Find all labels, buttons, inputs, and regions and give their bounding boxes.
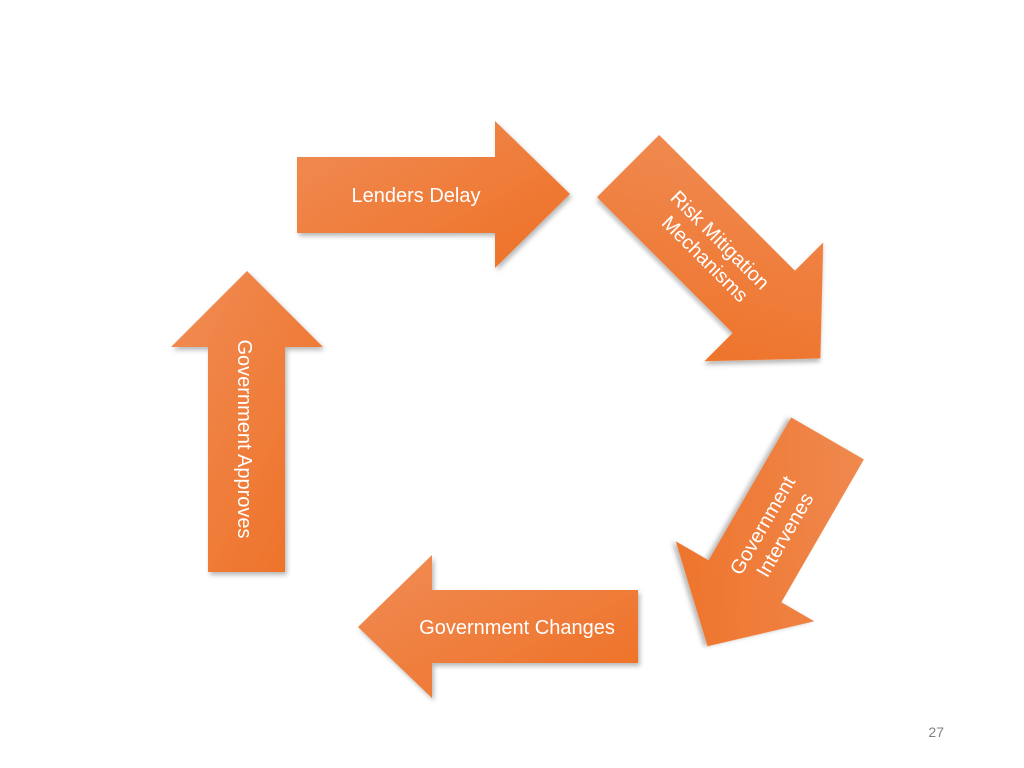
page-number: 27 [928,724,944,740]
arrow-label-government-approves: Government Approves [233,340,255,539]
arrow-shape [596,134,824,362]
arrow-risk-mitigation: Risk Mitigation Mechanisms [596,134,824,362]
arrow-label-lenders-delay: Lenders Delay [352,185,481,207]
arrow-shape [297,121,570,268]
arrow-lenders-delay: Lenders Delay [297,121,570,268]
arrow-shape [675,417,864,647]
arrow-government-changes: Government Changes [358,555,638,698]
arrow-government-approves: Government Approves [171,271,323,572]
arrow-shape [358,555,638,698]
arrow-shape [171,271,323,572]
arrow-government-intervenes: Government Intervenes [675,417,864,647]
arrow-label-government-changes: Government Changes [419,617,615,639]
